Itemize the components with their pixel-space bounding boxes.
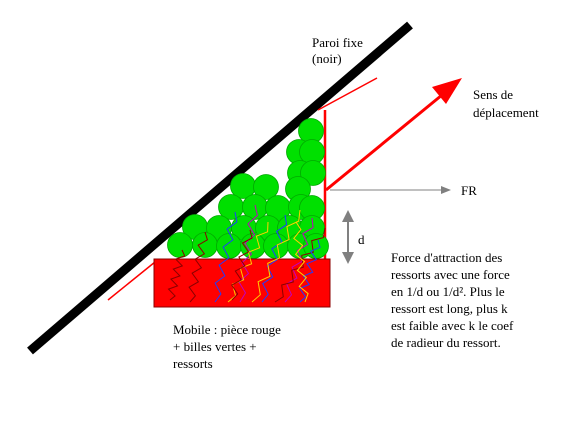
mobile-label-line1: Mobile : pièce rouge (173, 322, 281, 337)
red-guide-bottom (107, 261, 156, 301)
green-balls (167, 118, 329, 259)
direction-label-line2: déplacement (473, 105, 539, 120)
direction-label-line1: Sens de (473, 87, 513, 102)
spring (299, 239, 321, 303)
green-ball (216, 233, 242, 259)
displacement-arrow (325, 78, 462, 192)
spring (274, 227, 326, 303)
spring (251, 209, 301, 303)
mobile-label-line3: ressorts (173, 356, 213, 371)
spring (261, 214, 288, 303)
force-label: FR (461, 183, 477, 198)
spring (214, 211, 238, 303)
wall-label-line1: Paroi fixe (312, 35, 363, 50)
distance-label: d (358, 232, 365, 247)
green-ball (253, 174, 279, 200)
springs (167, 204, 326, 303)
fixed-wall (27, 21, 413, 355)
mobile-label-line2: + billes vertes + (173, 339, 257, 354)
green-ball (167, 232, 193, 258)
description-line5: est faible avec k le coef (391, 318, 514, 333)
wall-label-line2: (noir) (312, 51, 342, 66)
distance-arrow (342, 210, 354, 264)
spring (293, 221, 309, 303)
spring (188, 231, 208, 303)
red-guide-top (317, 77, 378, 111)
description-line3: en 1/d ou 1/d². Plus le (391, 284, 505, 299)
description-line1: Force d'attraction des (391, 250, 502, 265)
spring (238, 204, 259, 303)
description-line4: ressort est long, plus k (391, 301, 508, 316)
spring (230, 229, 253, 301)
green-ball (300, 160, 326, 186)
description-line2: ressorts avec une force (391, 267, 510, 282)
description-line6: de radieur du ressort. (391, 335, 501, 350)
spring (167, 249, 186, 301)
green-ball (303, 233, 329, 259)
green-ball (192, 232, 218, 258)
